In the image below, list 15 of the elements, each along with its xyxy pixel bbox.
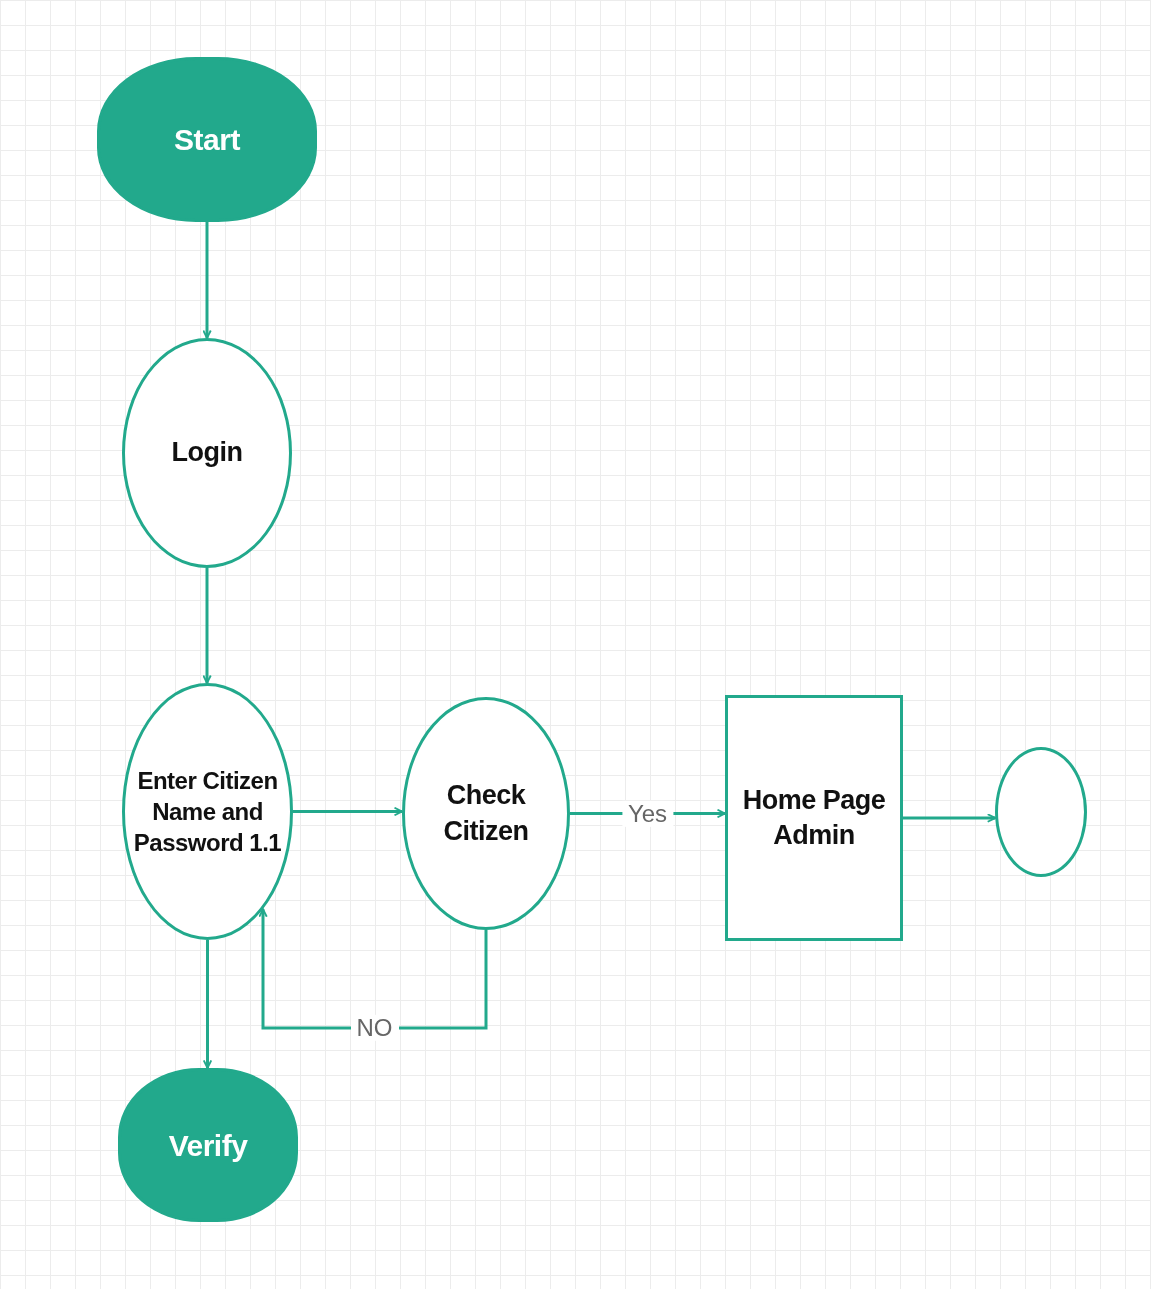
node-label: Check Citizen (442, 779, 530, 848)
arrow (202, 222, 212, 339)
arrow (293, 806, 403, 817)
node-label: Verify (167, 1127, 249, 1164)
edge-label: Yes (621, 800, 674, 827)
node-label: Home Page Admin (741, 783, 887, 852)
process-box (725, 695, 903, 941)
node-label: Enter Citizen Name and Password 1.1 (132, 765, 283, 859)
arrow (903, 813, 997, 823)
edge-label: NO (350, 1014, 399, 1042)
node-label: Start (173, 122, 241, 158)
arrow (202, 568, 212, 684)
arrow (202, 940, 213, 1069)
arrow (258, 908, 488, 1030)
node-label: Login (170, 436, 244, 470)
